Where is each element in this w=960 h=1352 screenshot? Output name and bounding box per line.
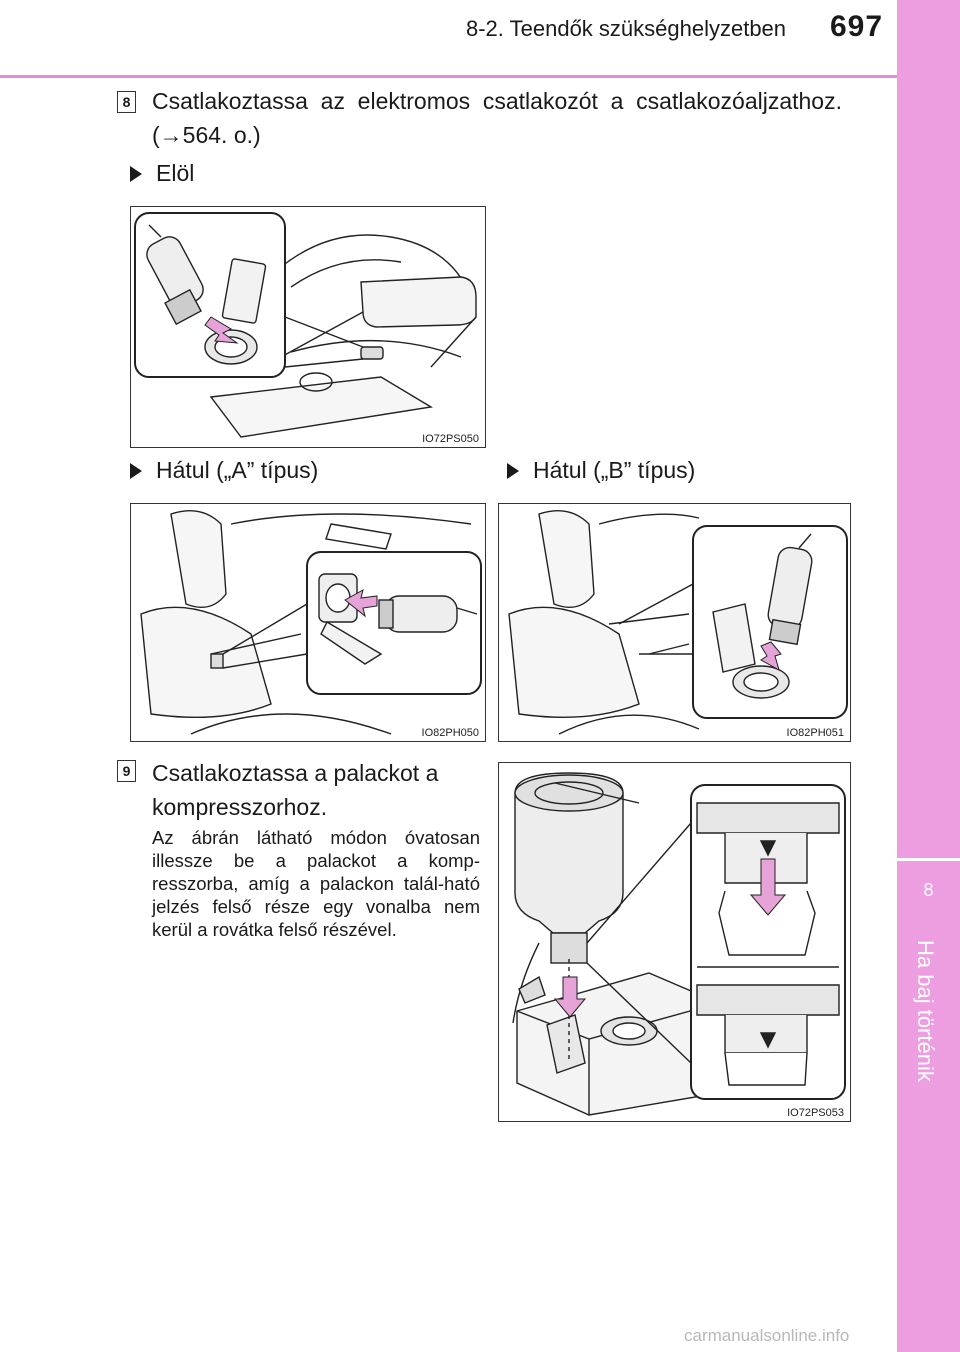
rear-a-drawing <box>140 510 482 735</box>
triangle-bullet-icon <box>507 462 519 479</box>
triangle-bullet-icon <box>130 165 142 182</box>
figure-front-socket: IO72PS050 <box>130 206 486 448</box>
figure-code: IO82PH050 <box>419 727 481 739</box>
page-number: 697 <box>830 10 884 43</box>
chapter-title: Ha baj történik <box>913 940 938 1082</box>
figure-bottle-compressor: IO72PS053 <box>498 762 851 1122</box>
figure-rear-b-socket: IO82PH051 <box>498 503 851 742</box>
chapter-tab-divider <box>897 858 960 861</box>
step-9-badge: 9 <box>117 760 136 782</box>
header-divider <box>0 75 897 78</box>
rear-b-drawing <box>508 510 848 735</box>
label-rear-a-text: Hátul („A” típus) <box>156 457 319 483</box>
step-8-text: Csatlakoztassa az elektromos csatlakozót… <box>152 88 842 148</box>
figure-rear-a-socket: IO82PH050 <box>130 503 486 742</box>
step-9-body: Az ábrán látható módon óvatosan illessze… <box>152 827 480 940</box>
triangle-bullet-icon <box>130 462 142 479</box>
bottle-compressor-drawing <box>512 772 846 1116</box>
label-front-text: Elöl <box>156 160 195 186</box>
label-rear-b-text: Hátul („B” típus) <box>533 457 696 483</box>
chapter-number: 8 <box>923 880 934 900</box>
watermark: carmanualsonline.info <box>684 1326 850 1345</box>
section-title: 8-2. Teendők szükséghelyzetben <box>466 16 787 41</box>
label-front: Elöl <box>130 160 194 187</box>
label-rear-b: Hátul („B” típus) <box>507 457 695 484</box>
figure-code: IO72PS053 <box>785 1107 846 1119</box>
step-8-badge: 8 <box>117 91 136 113</box>
figure-code: IO72PS050 <box>420 433 481 445</box>
label-rear-a: Hátul („A” típus) <box>130 457 318 484</box>
chapter-tab <box>897 0 960 1352</box>
front-console-drawing <box>134 212 477 438</box>
figure-code: IO82PH051 <box>784 727 846 739</box>
step-9-title: Csatlakoztassa a palackot a kompresszorh… <box>152 760 439 820</box>
